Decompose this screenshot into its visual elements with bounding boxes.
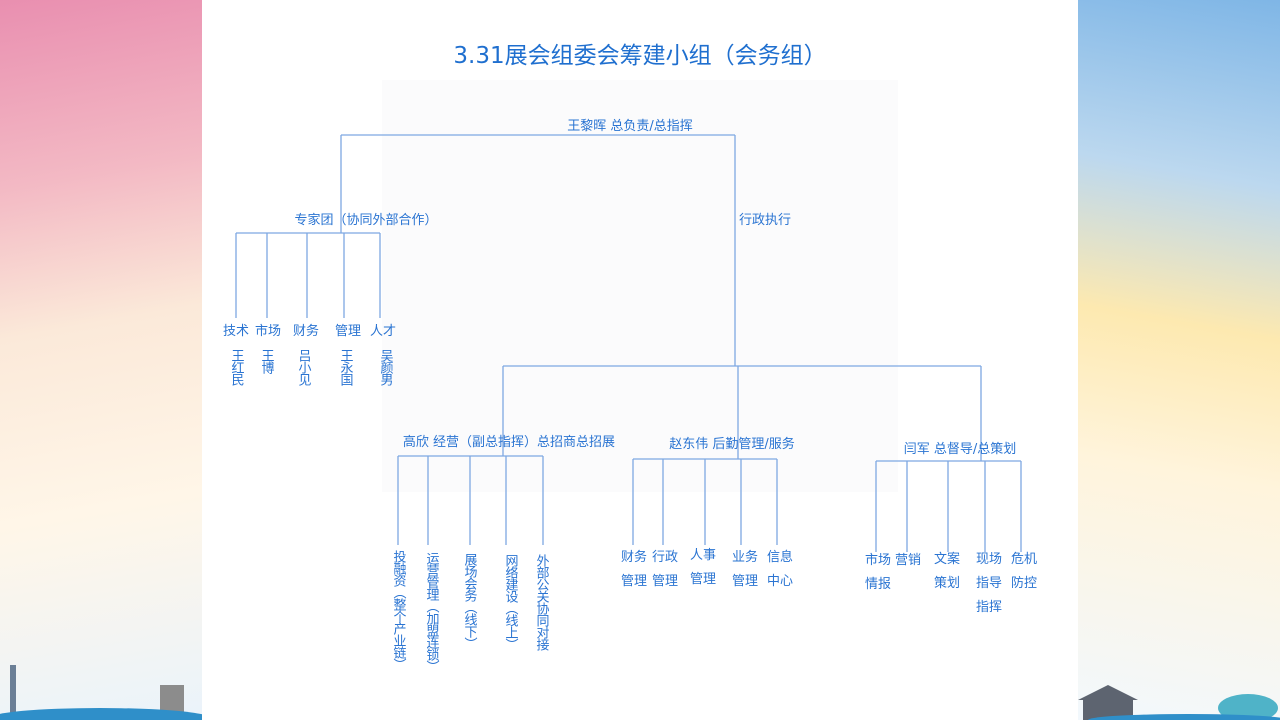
root-node: 王黎晖 总负责/总指挥	[567, 119, 693, 134]
supervision-item: 营销	[894, 553, 921, 568]
supervision-item: 市场情报	[864, 553, 891, 592]
branch-node-operations: 高欣 经营（副总指挥）总招商总招展	[402, 435, 616, 450]
logistics-item: 信息中心	[766, 550, 793, 589]
slide-title: 3.31展会组委会筹建小组（会务组）	[453, 43, 827, 69]
supervision-item: 现场指导指挥	[975, 552, 1002, 615]
operations-item: 运营管理（加盟连锁）	[423, 552, 439, 672]
logistics-item: 财务管理	[620, 550, 647, 589]
expert-name: 王红民	[228, 349, 244, 385]
admin-node: 行政执行	[738, 213, 792, 228]
expert-name: 王博	[258, 349, 274, 373]
city-skyline-left	[0, 665, 202, 720]
expert-role: 财务	[292, 324, 320, 339]
logistics-item: 人事管理	[689, 548, 716, 587]
decorative-background-right	[1078, 0, 1280, 720]
supervision-item: 文案策划	[933, 552, 960, 591]
supervision-item: 危机防控	[1010, 552, 1037, 591]
expert-name: 吴颜男	[377, 349, 393, 385]
experts-node: 专家团（协同外部合作）	[294, 213, 438, 228]
logistics-item: 业务管理	[731, 550, 758, 589]
logistics-item: 行政管理	[651, 550, 678, 589]
branch-node-supervision: 闫军 总督导/总策划	[903, 442, 1017, 457]
expert-role: 市场	[254, 324, 282, 339]
expert-role: 管理	[334, 324, 362, 339]
chart-panel	[382, 80, 898, 492]
city-skyline-right	[1078, 685, 1280, 720]
decorative-background-left	[0, 0, 202, 720]
operations-item: 投融资（整个产业链）	[390, 550, 406, 670]
operations-item: 展场会务（线下）	[461, 553, 477, 649]
expert-name: 王永国	[337, 349, 353, 385]
operations-item: 外部公关协同对接	[533, 554, 549, 650]
expert-role: 技术	[222, 324, 250, 339]
branch-node-logistics: 赵东伟 后勤管理/服务	[669, 437, 795, 452]
expert-name: 吕小见	[295, 349, 311, 385]
operations-item: 网络建设（线上）	[502, 554, 518, 650]
expert-role: 人才	[369, 324, 397, 339]
